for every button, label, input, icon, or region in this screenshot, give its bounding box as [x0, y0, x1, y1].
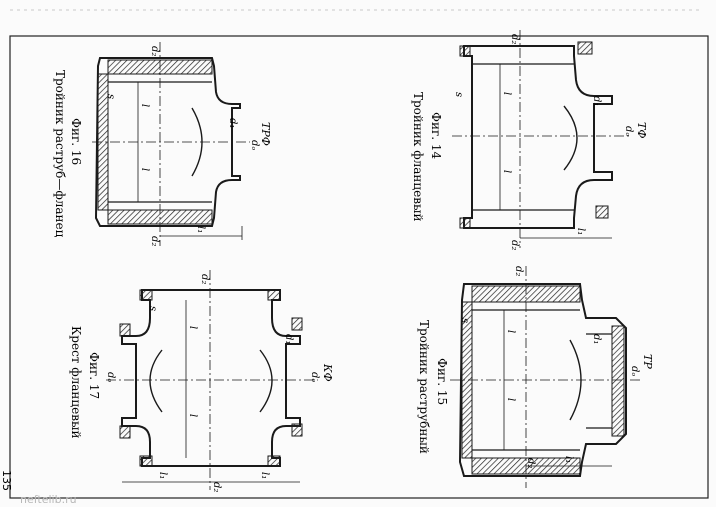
fig17-caption: Фиг. 17: [87, 352, 101, 399]
fig14-caption: Фиг. 14: [429, 112, 443, 160]
fig17-label-s: s: [147, 306, 158, 311]
watermark-text: neftelib.ru: [20, 493, 77, 506]
fig14-body-outline: [463, 45, 613, 229]
figure-15: d₂ d₂ dₒ l₁ l l s d₁ ТР Фиг. 15 Тройник …: [417, 266, 654, 488]
page-number: 135: [0, 470, 13, 491]
fig17-arc-right: [259, 349, 273, 413]
fig17-flange-tr: [267, 289, 281, 301]
fig17-flange-tl: [139, 289, 153, 301]
fig14-label-s: s: [453, 92, 464, 97]
fig17-label-l1-left: l₁: [157, 472, 168, 479]
fig17-flange-bl: [139, 455, 153, 467]
fig14-branch-arc: [563, 105, 578, 171]
fig16-label-d2-top: d₂: [149, 46, 160, 56]
fig14-flange-top-left: [459, 45, 471, 57]
fig15-label-l-top: l: [505, 330, 516, 333]
fig16-title: Тройник раструб—фланец: [53, 70, 67, 238]
figure-17: d₂ d₂ dₒ dₒ l₁ l₁ l l s d₁ КФ Фиг. 17 Кр…: [69, 270, 334, 492]
fig14-title: Тройник фланцевый: [411, 92, 425, 222]
fig15-code: ТР: [641, 354, 654, 369]
fig14-label-d2-bottom: d₂: [509, 240, 520, 250]
fig15-label-d1: d₁: [591, 334, 602, 344]
fig15-body-outline: [458, 283, 627, 477]
page-frame: [9, 35, 709, 499]
fig14-label-l1: l₁: [575, 228, 586, 235]
fig16-label-l1: l₁: [195, 226, 206, 233]
fig15-title: Тройник раструбный: [417, 320, 431, 454]
fig16-label-d2-bottom: d₂: [149, 236, 160, 246]
fig15-bell-wall: [611, 325, 625, 437]
fig17-flange-rb: [291, 423, 303, 437]
fig17-label-l-top: l: [187, 326, 198, 329]
fig16-body-outline: [94, 57, 241, 227]
fig17-arc-left: [149, 349, 163, 413]
fig14-flange-bottom-left: [459, 217, 471, 229]
fig17-label-d0-left: dₒ: [105, 372, 116, 382]
fig16-label-l-top: l: [139, 104, 150, 107]
fig17-body-outline: [121, 289, 301, 467]
figure-16: d₂ d₂ dₒ l₁ l l s d₁ ТРФ Фиг. 16 Тройник…: [53, 42, 272, 246]
fig16-label-s: s: [105, 94, 116, 99]
fig15-label-s: s: [459, 318, 470, 323]
fig17-flange-lb: [119, 425, 131, 439]
fig14-code: ТФ: [635, 122, 648, 138]
fig17-label-l-bottom: l: [187, 414, 198, 417]
fig14-label-d1: d₁: [591, 96, 602, 106]
fig14-flange-top-right: [577, 41, 593, 55]
fig17-title: Крест фланцевый: [69, 326, 83, 439]
fig17-label-d2-bottom: d₂: [211, 482, 222, 492]
fig15-label-l1: l₁: [563, 456, 574, 463]
fig14-label-d0: dₒ: [623, 126, 634, 136]
fig16-label-l-bottom: l: [139, 168, 150, 171]
figure-14: d₂ d₂ dₒ l₁ l l s d₁ ТФ Фиг. 14 Тройник …: [411, 30, 648, 250]
fig16-label-d0: dₒ: [249, 140, 260, 150]
fig17-flange-rt: [291, 317, 303, 331]
fig17-label-d1: d₁: [283, 334, 294, 344]
fig17-flange-lt: [119, 323, 131, 337]
fig14-label-d2-top: d₂: [509, 34, 520, 44]
fig15-caption: Фиг. 15: [435, 358, 449, 405]
fig15-label-d2-bottom: d₂: [525, 458, 536, 468]
fig14-flange-bottom-right: [595, 205, 609, 219]
fig15-label-l-bottom: l: [505, 398, 516, 401]
fig17-flange-br: [267, 455, 281, 467]
fig15-label-d2-top: d₂: [513, 266, 524, 276]
fig17-label-l1-right: l₁: [259, 472, 270, 479]
fig14-label-l-bottom: l: [501, 170, 512, 173]
fig17-label-d0-right: dₒ: [309, 372, 320, 382]
fig17-code: КФ: [321, 363, 334, 382]
fig14-label-l-top: l: [501, 92, 512, 95]
fig15-label-d0: dₒ: [629, 366, 640, 376]
fig16-label-d1: d₁: [227, 118, 238, 128]
fig16-caption: Фиг. 16: [69, 118, 83, 165]
fig17-label-d2-top: d₂: [199, 274, 210, 284]
fig16-code: ТРФ: [259, 122, 272, 146]
